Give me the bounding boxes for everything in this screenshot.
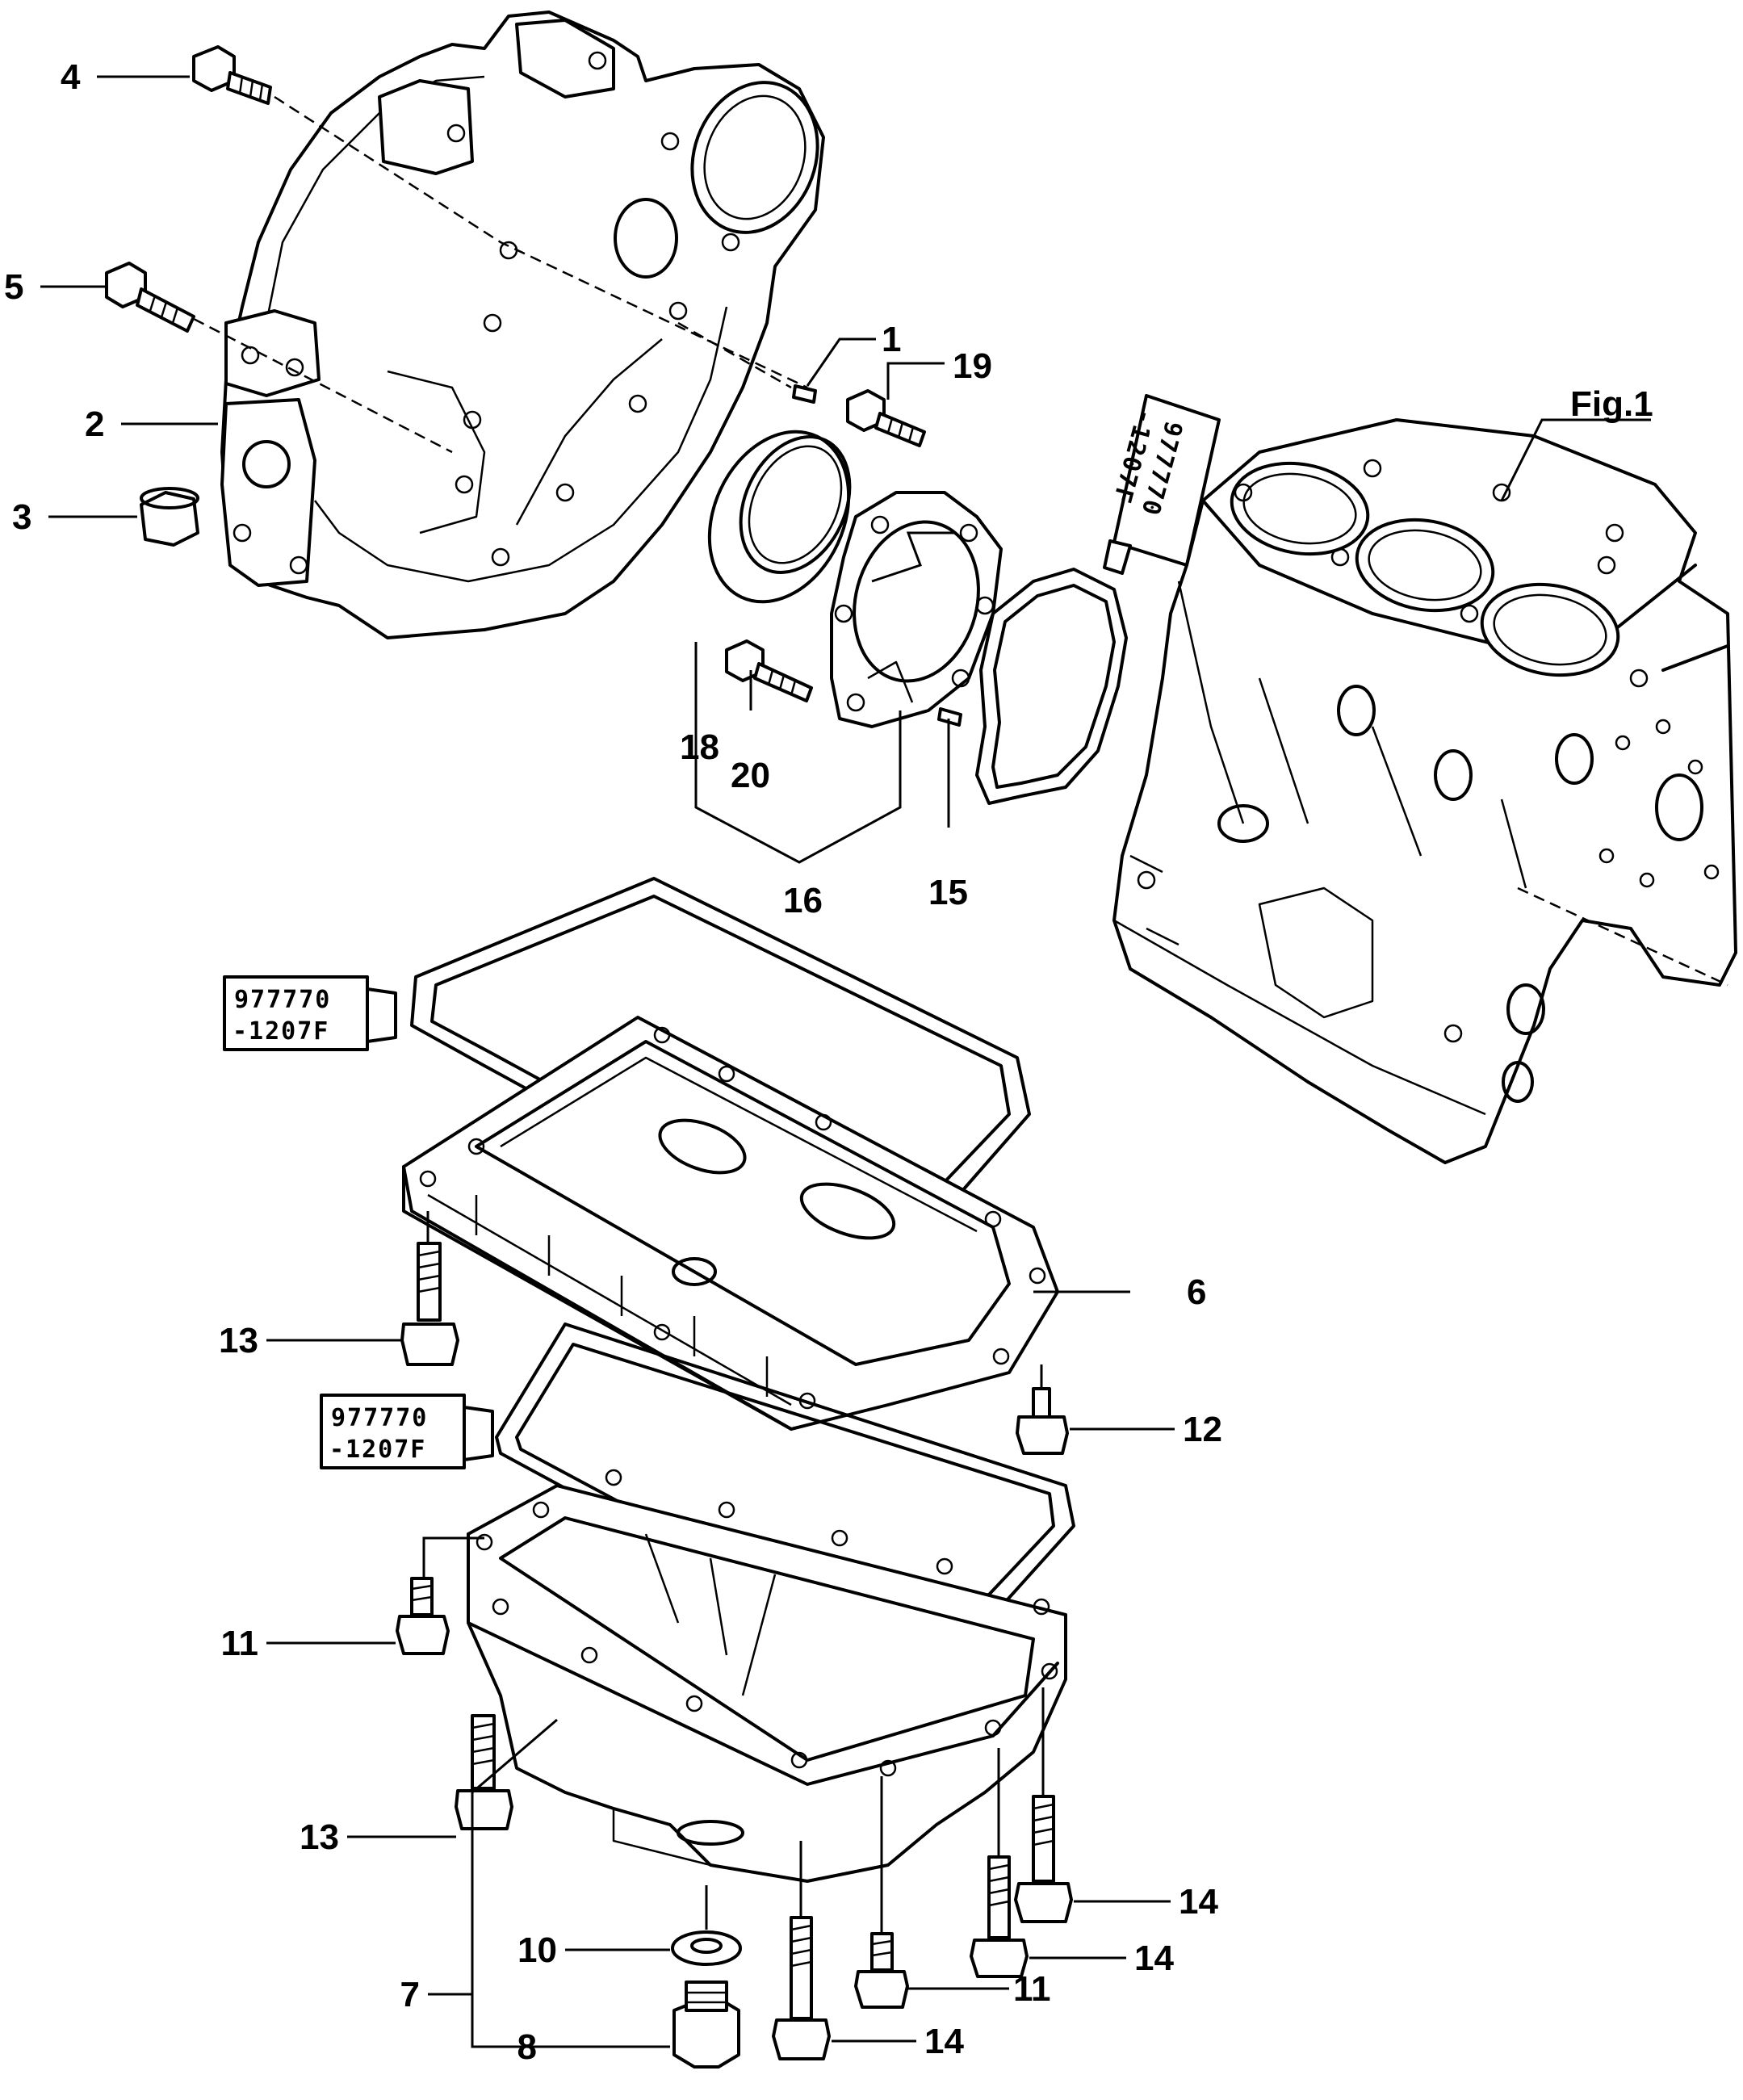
drain-plug-part-8 xyxy=(672,1981,740,2069)
bolt-part-4 xyxy=(192,45,272,105)
callout-15: 15 xyxy=(928,873,968,912)
callout-20: 20 xyxy=(731,756,770,795)
alignment-line xyxy=(193,317,453,454)
callout-13-lower: 13 xyxy=(300,1817,339,1857)
sealant-tube-lower: 977770 -1207F xyxy=(320,1394,494,1469)
callout-11-bottom: 11 xyxy=(1013,1969,1051,2009)
alignment-line xyxy=(677,321,792,389)
dowel-pin-part-15 xyxy=(937,707,962,727)
svg-text:977770: 977770 xyxy=(234,986,331,1014)
callout-14-bottom: 14 xyxy=(924,2022,964,2061)
bolt-part-11-bottom xyxy=(854,1932,909,2009)
callout-5: 5 xyxy=(4,267,23,307)
callout-13-upper: 13 xyxy=(219,1321,258,1360)
callout-12: 12 xyxy=(1183,1410,1222,1449)
callout-19: 19 xyxy=(953,346,992,386)
sealant-tube-left: 977770 -1207F xyxy=(223,975,397,1051)
callout-4: 4 xyxy=(61,57,81,97)
bolt-part-14-middle xyxy=(970,1855,1029,1978)
oil-seal-case-part-16 xyxy=(830,491,1003,728)
oil-pan-part-7 xyxy=(467,1469,1067,1883)
callout-8: 8 xyxy=(517,2027,537,2067)
callout-7: 7 xyxy=(400,1975,420,2014)
bolt-part-20 xyxy=(725,639,813,702)
bolt-part-13-lower xyxy=(455,1714,513,1830)
oil-seal-part-18 xyxy=(707,430,852,604)
seal-case-gasket-inner xyxy=(991,584,1116,789)
bolt-part-19 xyxy=(846,389,926,447)
seal-case-gasket xyxy=(975,568,1128,805)
callout-11-left: 11 xyxy=(220,1624,258,1663)
figure-label: Fig.1 xyxy=(1570,384,1653,424)
washer-part-10 xyxy=(671,1930,742,1966)
svg-text:-1207F: -1207F xyxy=(233,1017,329,1046)
callout-10: 10 xyxy=(517,1930,557,1970)
alignment-line xyxy=(1517,887,1728,987)
bolt-part-13-upper xyxy=(400,1242,459,1366)
oil-pan-upper-part-6 xyxy=(402,1016,1059,1431)
bolt-part-11-left xyxy=(396,1577,450,1655)
alignment-line xyxy=(274,95,808,389)
bolt-part-5 xyxy=(105,262,195,333)
cylinder-block xyxy=(1112,418,1737,1164)
svg-text:977770: 977770 xyxy=(331,1404,428,1432)
bolt-part-14-right xyxy=(1014,1795,1073,1923)
bolt-part-12 xyxy=(1016,1387,1069,1455)
callout-2: 2 xyxy=(85,404,104,444)
flywheel-housing xyxy=(220,10,825,639)
dowel-pin-part-1 xyxy=(792,384,817,404)
leader-lines xyxy=(40,75,1651,2048)
plug-part-3 xyxy=(140,487,199,547)
callout-14-right: 14 xyxy=(1179,1882,1218,1922)
callout-3: 3 xyxy=(12,497,31,537)
callout-16: 16 xyxy=(783,881,823,920)
callout-6: 6 xyxy=(1187,1272,1206,1312)
bolt-part-14-bottom xyxy=(772,1916,831,2060)
callout-14-middle: 14 xyxy=(1134,1939,1174,1978)
callout-18: 18 xyxy=(680,727,719,767)
callout-1: 1 xyxy=(882,320,901,359)
svg-text:-1207F: -1207F xyxy=(329,1436,426,1464)
